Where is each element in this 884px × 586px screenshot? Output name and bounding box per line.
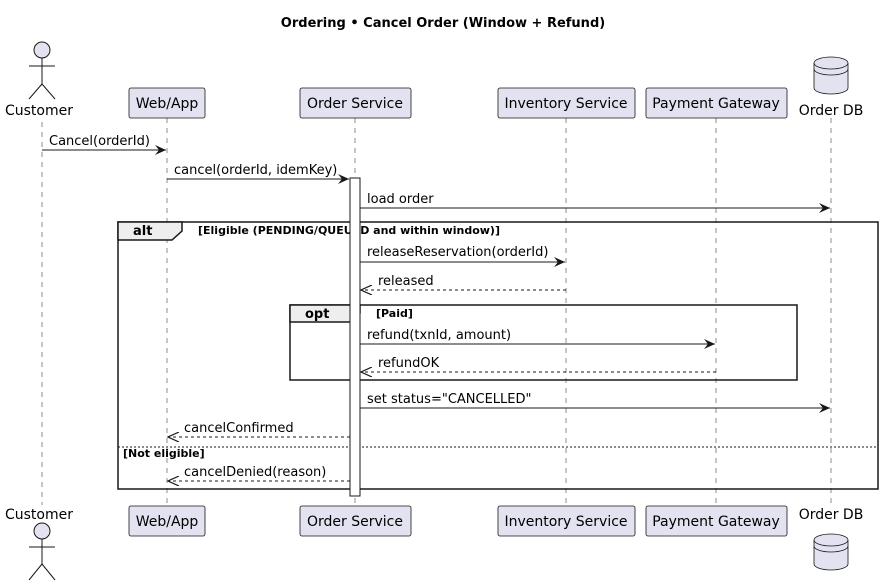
message-label: cancel(orderId, idemKey) — [174, 163, 337, 178]
diagram-title: Ordering • Cancel Order (Window + Refund… — [281, 16, 605, 31]
message-label: cancelConfirmed — [184, 421, 294, 436]
participant-payment-gateway-bottom: Payment Gateway — [645, 505, 788, 537]
opt-guard: [Paid] — [376, 307, 413, 320]
participant-label: Inventory Service — [504, 96, 627, 112]
participant-label: Web/App — [136, 514, 199, 530]
opt-operator: opt — [305, 307, 329, 322]
database-icon — [813, 533, 849, 571]
actor-icon — [28, 522, 56, 581]
database-order-db-top: Order DB — [799, 56, 864, 119]
participants-top: Customer Web/App Order Service Inventory… — [5, 41, 864, 119]
participant-webapp-bottom: Web/App — [128, 505, 206, 537]
actor-icon — [28, 41, 56, 100]
participant-order-service-top: Order Service — [299, 87, 412, 119]
actor-customer-bottom: Customer — [5, 507, 73, 581]
alt-else-guard: [Not eligible] — [123, 447, 205, 460]
alt-operator: alt — [133, 224, 152, 239]
message-label: cancelDenied(reason) — [184, 465, 326, 480]
participant-label: Inventory Service — [504, 514, 627, 530]
alt-fragment: alt [Eligible (PENDING/QUEUED and within… — [117, 221, 879, 490]
participant-label: Payment Gateway — [652, 514, 780, 530]
participant-webapp-top: Web/App — [128, 87, 206, 119]
participant-label: Order Service — [307, 514, 403, 530]
message-label: set status="CANCELLED" — [367, 392, 532, 407]
actor-customer-top: Customer — [5, 41, 73, 119]
participant-label: Customer — [5, 103, 73, 119]
participant-order-service-bottom: Order Service — [299, 505, 412, 537]
participant-label: Customer — [5, 507, 73, 523]
database-order-db-bottom: Order DB — [799, 507, 864, 571]
participant-label: Order DB — [799, 103, 864, 119]
opt-fragment: opt [Paid] — [289, 304, 798, 381]
participants-bottom: Customer Web/App Order Service Inventory… — [5, 505, 864, 581]
messages — [42, 145, 830, 481]
message-label: load order — [367, 192, 434, 207]
database-icon — [813, 56, 849, 95]
participant-payment-gateway-top: Payment Gateway — [645, 87, 788, 119]
participant-label: Web/App — [136, 96, 199, 112]
participant-inventory-service-top: Inventory Service — [497, 87, 636, 119]
alt-guard: [Eligible (PENDING/QUEUED and within win… — [198, 224, 500, 237]
message-label: Cancel(orderId) — [49, 134, 150, 149]
participant-label: Order DB — [799, 507, 864, 523]
participant-label: Order Service — [307, 96, 403, 112]
message-label: refund(txnId, amount) — [367, 328, 511, 343]
message-label: releaseReservation(orderId) — [367, 245, 548, 260]
participant-label: Payment Gateway — [652, 96, 780, 112]
message-label: refundOK — [378, 356, 440, 371]
message-label: released — [378, 274, 434, 289]
participant-inventory-service-bottom: Inventory Service — [497, 505, 636, 537]
order-service-activation — [349, 177, 361, 497]
